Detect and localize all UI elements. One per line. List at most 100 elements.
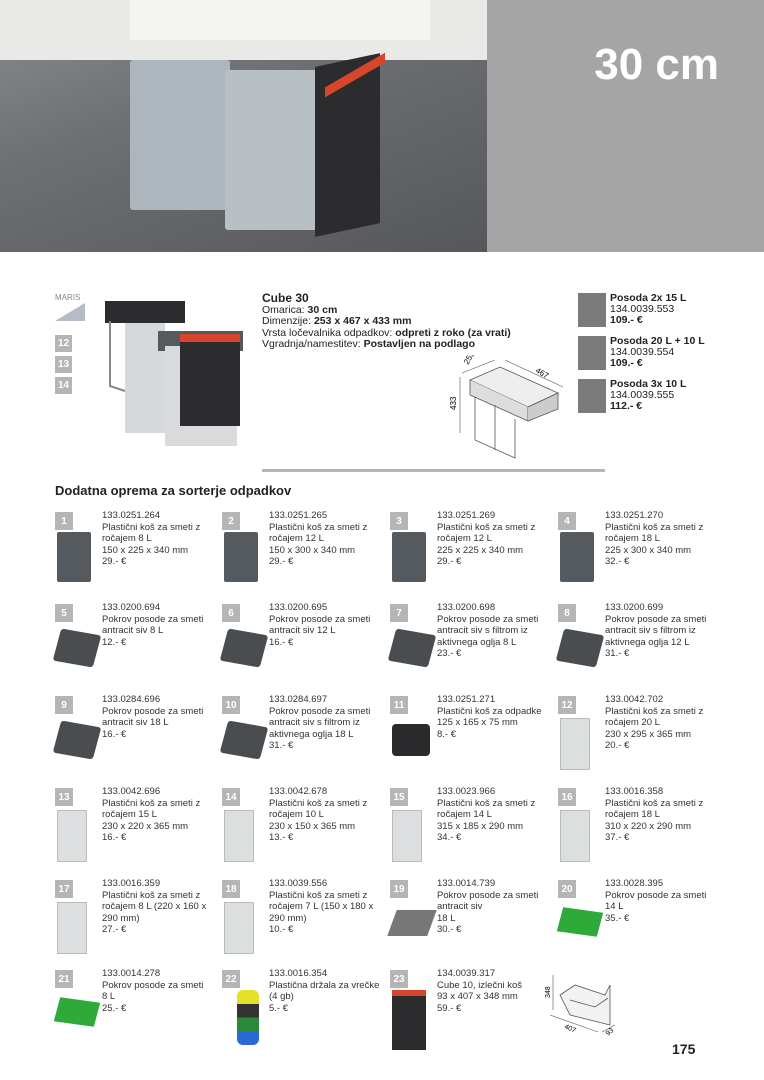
item-number-badge: 20	[558, 880, 576, 898]
item-price: 25.- €	[102, 1002, 127, 1014]
item-price: 23.- €	[437, 648, 462, 659]
item-description: ročajem 12 L	[437, 533, 492, 544]
section-divider	[262, 469, 605, 472]
item-description: aktivnega oglja 8 L	[437, 636, 517, 648]
item-description: (4 gb)	[269, 991, 294, 1002]
item-code: 133.0016.358	[605, 786, 664, 797]
item-price: 29.- €	[102, 556, 127, 567]
item-image	[387, 910, 437, 936]
item-price: 29.- €	[269, 556, 294, 567]
item-code: 133.0251.271	[437, 694, 496, 705]
item-number-badge: 21	[55, 970, 73, 988]
dim-height: 348	[545, 986, 552, 998]
item-description: Pokrov posode za smeti	[437, 889, 539, 901]
item-number-badge: 7	[390, 604, 408, 622]
item-image	[560, 810, 590, 862]
item-description: 290 mm)	[102, 912, 140, 924]
item-number-badge: 12	[558, 696, 576, 714]
item-price: 30.- €	[437, 924, 462, 935]
item-description: ročajem 8 L	[102, 533, 152, 544]
item-image	[57, 902, 87, 954]
item-image	[392, 532, 426, 582]
item-description: ročajem 14 L	[437, 809, 492, 820]
item-description: Plastični koš za odpadke	[437, 705, 542, 717]
item-description: Pokrov posode za smeti	[102, 979, 204, 991]
item-code: 133.0042.678	[269, 786, 328, 797]
item-description: 310 x 220 x 290 mm	[605, 820, 692, 832]
item-image	[392, 724, 430, 756]
item-number-badge: 18	[222, 880, 240, 898]
dim-width: 253	[462, 355, 477, 366]
cabinet-size-label: 30 cm	[594, 40, 719, 89]
item-number-badge: 17	[55, 880, 73, 898]
item-price: 10.- €	[269, 924, 294, 935]
item-description: 315 x 185 x 290 mm	[437, 820, 524, 832]
ref-badge: 14	[55, 377, 72, 394]
item-number-badge: 6	[222, 604, 240, 622]
item-price: 16.- €	[269, 636, 294, 648]
item-description: ročajem 18 L	[605, 809, 660, 820]
item-price: 16.- €	[102, 728, 127, 740]
variant-swatch	[578, 336, 606, 370]
item-number-badge: 19	[390, 880, 408, 898]
item-code: 133.0200.699	[605, 602, 664, 613]
item-price: 34.- €	[437, 832, 462, 843]
item-image	[52, 628, 102, 668]
item-description: antracit siv s filtrom iz	[269, 717, 360, 728]
ref-badge: 13	[55, 356, 72, 373]
item-price: 12.- €	[102, 636, 127, 648]
cube10-dimension-drawing: 348 407 93	[545, 975, 615, 1038]
item-image	[560, 718, 590, 770]
item-number-badge: 1	[55, 512, 73, 530]
item-code: 133.0039.556	[269, 878, 328, 889]
item-image	[387, 628, 437, 668]
item-code: 133.0251.264	[102, 510, 161, 521]
item-description: ročajem 10 L	[269, 809, 324, 820]
item-price: 16.- €	[102, 832, 127, 843]
hero-photo	[0, 0, 487, 252]
item-price: 37.- €	[605, 832, 630, 843]
item-code: 133.0042.702	[605, 694, 664, 705]
item-description: Plastični koš za smeti z	[102, 797, 201, 809]
item-description: Plastična držala za vrečke	[269, 979, 380, 991]
item-price: 35.- €	[605, 912, 630, 924]
item-number-badge: 14	[222, 788, 240, 806]
ref-badge: 12	[55, 335, 72, 352]
item-description: Plastični koš za smeti z	[102, 889, 201, 901]
item-description: ročajem 8 L (220 x 160 x	[102, 901, 207, 912]
accessories-title: Dodatna oprema za sorterje odpadkov	[55, 483, 292, 498]
item-image	[53, 997, 101, 1027]
item-description: Plastični koš za smeti z	[269, 521, 368, 533]
item-description: Pokrov posode za smeti	[605, 889, 707, 901]
spec-row: Omarica: 30 cm	[262, 303, 338, 316]
item-code: 133.0200.694	[102, 602, 161, 613]
item-description: Cube 10, izlečni koš	[437, 979, 523, 991]
item-number-badge: 5	[55, 604, 73, 622]
item-image	[560, 532, 594, 582]
item-description: 230 x 295 x 365 mm	[605, 728, 692, 740]
dimension-drawing: 253 467 433	[449, 355, 564, 459]
item-image	[556, 907, 604, 937]
item-number-badge: 9	[55, 696, 73, 714]
